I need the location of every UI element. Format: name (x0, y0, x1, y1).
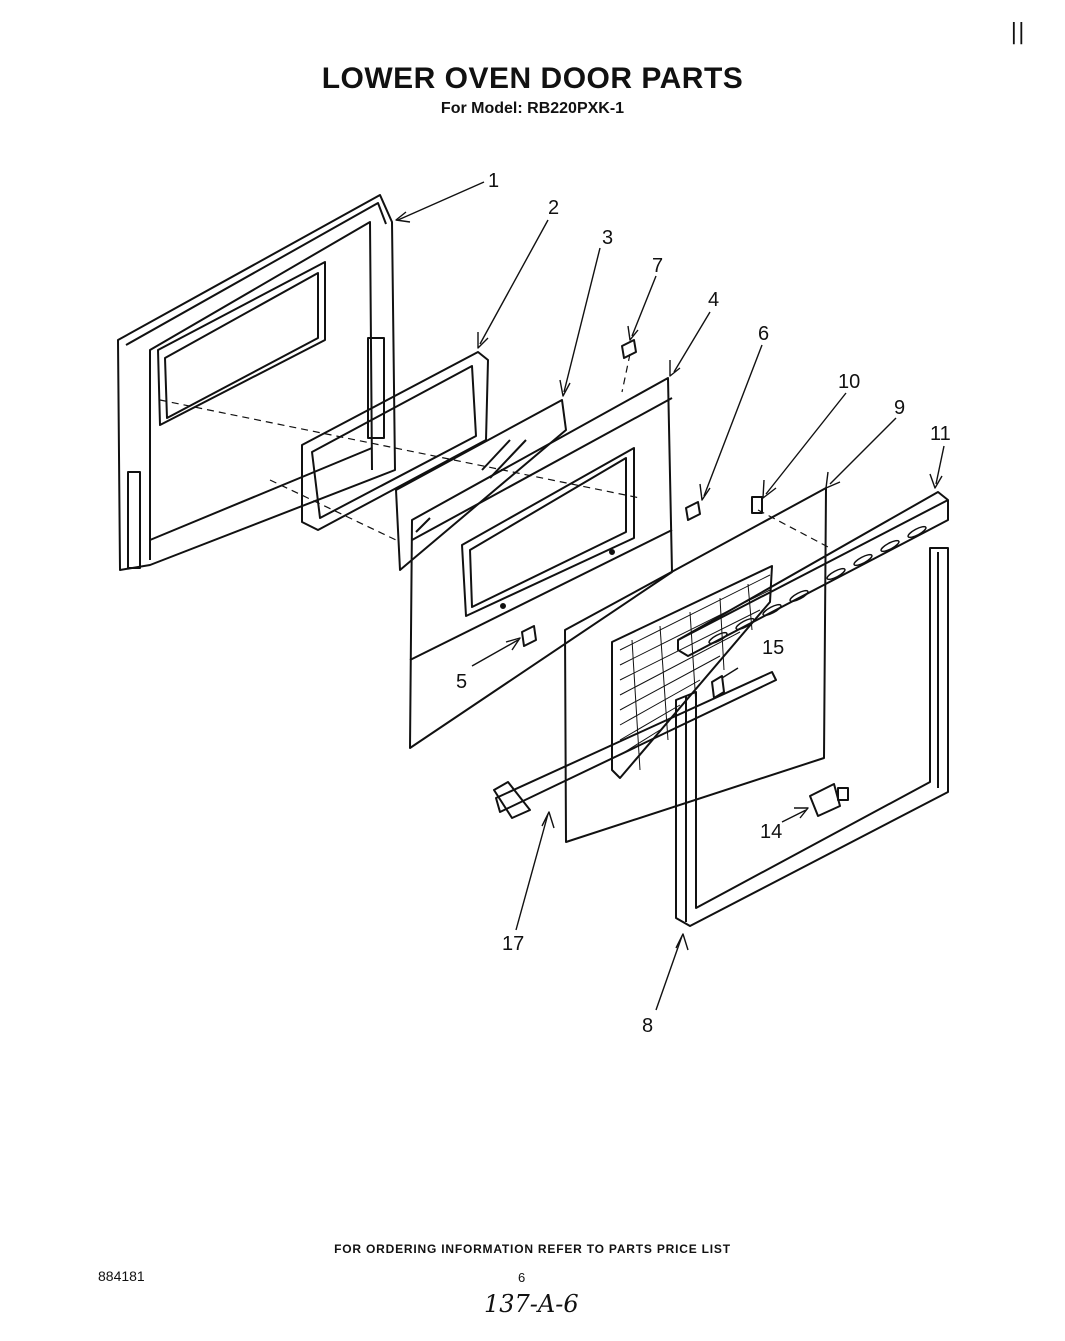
leader-lines (395, 181, 945, 1011)
part-11-vent-channel (677, 491, 949, 657)
part-9-window-glass (564, 487, 827, 843)
callout-14: 14 (760, 821, 782, 843)
document-number: 884181 (98, 1268, 145, 1284)
callout-9: 9 (894, 397, 905, 419)
part-7-clip (621, 339, 637, 359)
part-17-handle-rod (493, 671, 777, 819)
callout-1: 1 (488, 170, 499, 192)
callout-10: 10 (838, 371, 860, 393)
part-1-inner-door-liner (117, 194, 396, 571)
part-3-glass-panel (395, 399, 567, 571)
part-15-bracket (711, 675, 725, 699)
callout-2: 2 (548, 197, 559, 219)
callout-17: 17 (502, 933, 524, 955)
part-14-hinge (809, 783, 849, 817)
corner-mark: || (1010, 20, 1025, 45)
callout-15: 15 (762, 637, 784, 659)
ordering-note: FOR ORDERING INFORMATION REFER TO PARTS … (334, 1242, 731, 1256)
callout-labels: 1 2 3 4 5 6 7 8 9 10 11 14 15 17 (456, 170, 951, 1037)
page-number: 6 (518, 1270, 526, 1285)
part-2-door-gasket (301, 351, 489, 531)
callout-3: 3 (602, 227, 613, 249)
page-title: LOWER OVEN DOOR PARTS (321, 62, 744, 95)
part-5-clip (521, 625, 537, 647)
callout-4: 4 (708, 289, 719, 311)
part-4-outer-door-panel (409, 377, 673, 749)
alignment-lines (159, 353, 831, 549)
callout-6: 6 (758, 323, 769, 345)
callout-8: 8 (642, 1015, 653, 1037)
callout-11: 11 (930, 423, 951, 445)
part-6-clip (685, 501, 701, 521)
part-8-door-frame (675, 547, 949, 927)
part-10-bracket (751, 496, 763, 514)
callout-7: 7 (652, 255, 663, 277)
handwritten-note: 137-A-6 (484, 1290, 579, 1318)
model-subtitle: For Model: RB220PXK-1 (440, 100, 625, 117)
callout-5: 5 (456, 671, 467, 693)
